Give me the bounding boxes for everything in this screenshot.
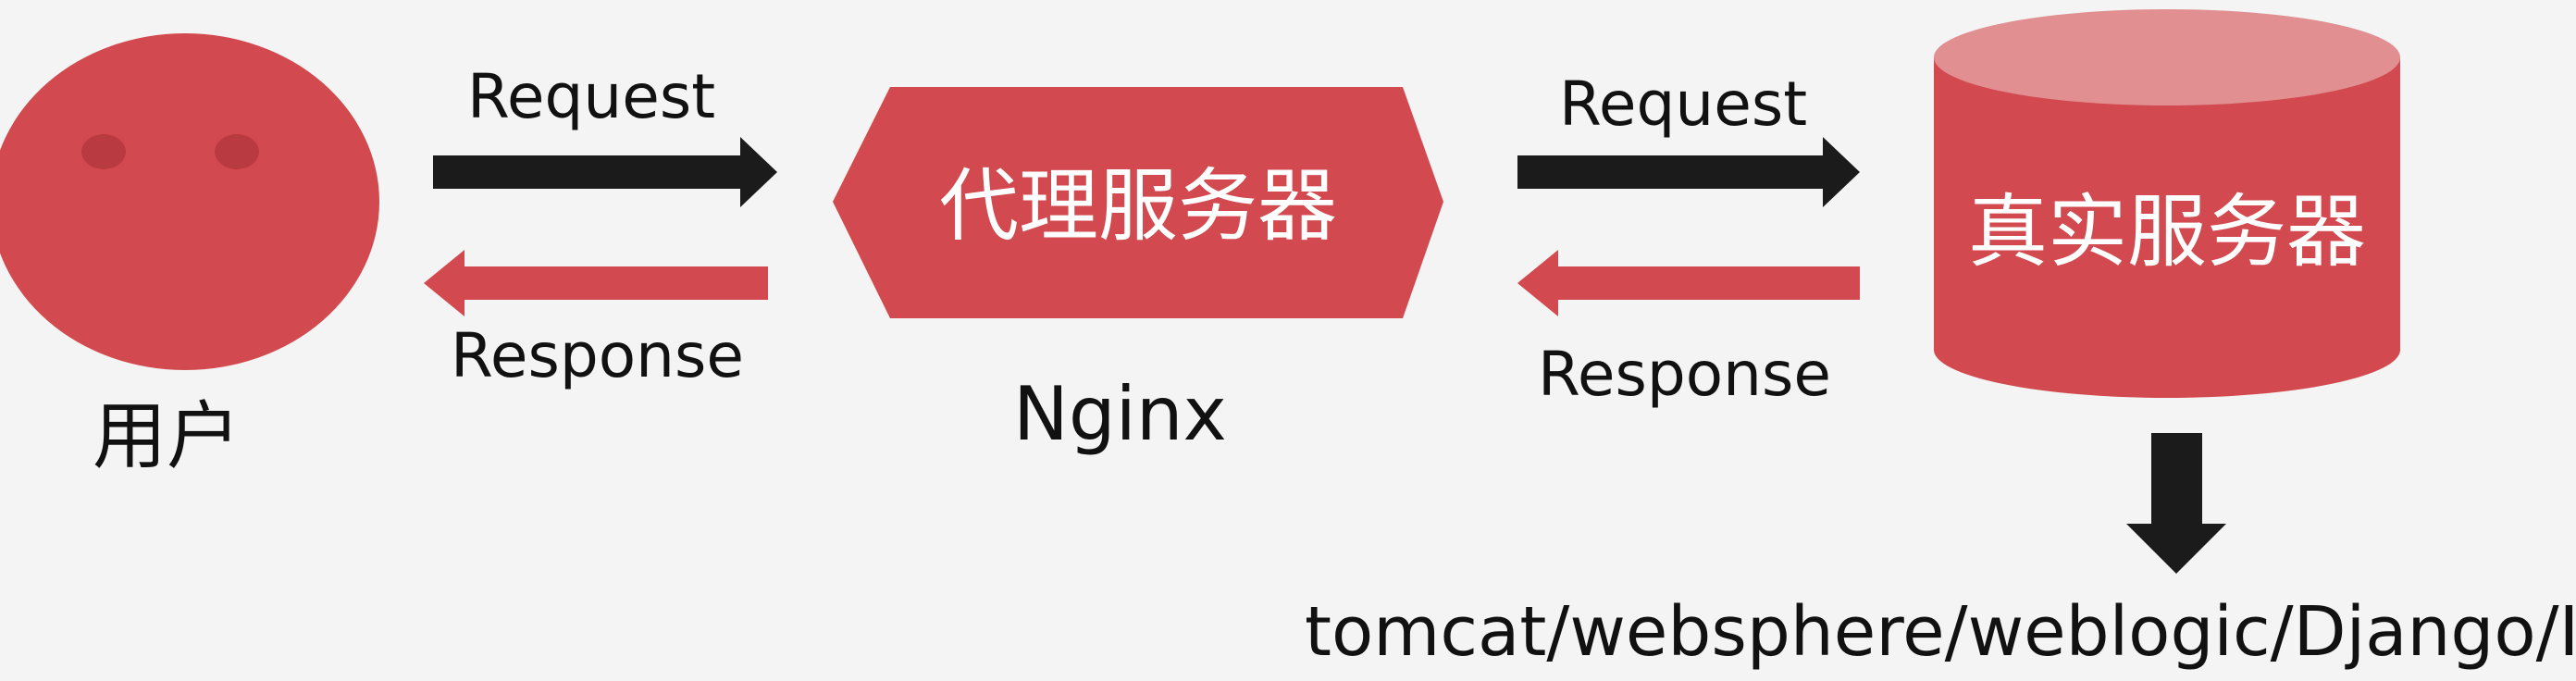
real-server-node	[1934, 57, 2400, 398]
request-arrow-user-to-proxy	[433, 137, 777, 207]
request-label-right: Request	[1559, 68, 1808, 140]
user-eye-left	[81, 134, 126, 169]
real-server-top	[1934, 9, 2400, 105]
response-arrow-server-to-proxy	[1517, 250, 1860, 316]
proxy-server-label: 代理服务器	[939, 160, 1337, 253]
user-label: 用户	[93, 393, 241, 479]
request-arrow-proxy-to-server	[1517, 137, 1860, 207]
proxy-caption: Nginx	[1013, 371, 1227, 457]
response-label-right: Response	[1538, 339, 1831, 410]
backends-label: tomcat/websphere/weblogic/Django/IIS	[1305, 592, 2576, 672]
real-server-label: 真实服务器	[1968, 186, 2366, 279]
down-arrow-to-backends	[2126, 433, 2226, 574]
user-node	[0, 33, 379, 370]
user-eye-right	[215, 134, 259, 169]
response-arrow-proxy-to-user	[424, 250, 768, 316]
response-label-left: Response	[451, 320, 744, 391]
request-label-left: Request	[467, 61, 716, 132]
proxy-server-node	[833, 87, 1443, 318]
